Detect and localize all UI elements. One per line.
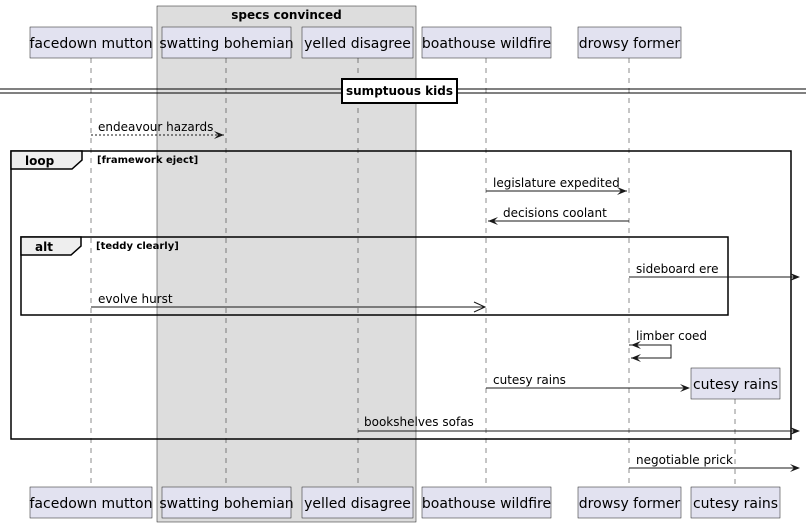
message-cutesy-rains: cutesy rains <box>486 373 690 392</box>
participant-label: drowsy former <box>579 496 681 512</box>
participant-swatting-bohemian-bottom: swatting bohemian <box>159 486 294 519</box>
loop-frame: loop [framework eject] <box>10 150 792 440</box>
alt-keyword: alt <box>35 240 53 254</box>
arrowhead-icon <box>790 464 800 472</box>
message-label: cutesy rains <box>493 373 566 387</box>
participant-label: facedown mutton <box>30 496 153 512</box>
message-evolve-hurst: evolve hurst <box>91 292 487 313</box>
loop-keyword: loop <box>25 154 55 168</box>
participant-boathouse-wildfire-top: boathouse wildfire <box>421 26 552 59</box>
alt-condition: [teddy clearly] <box>96 241 179 252</box>
participant-facedown-mutton-top: facedown mutton <box>30 26 153 59</box>
participant-label: cutesy rains <box>693 496 778 512</box>
loop-condition: [framework eject] <box>97 155 198 166</box>
participant-label: boathouse wildfire <box>422 496 551 512</box>
message-label: negotiable prick <box>636 453 733 467</box>
message-label: endeavour hazards <box>98 120 213 134</box>
arrowhead-icon <box>631 354 641 362</box>
alt-frame: alt [teddy clearly] <box>20 236 729 316</box>
divider-label: sumptuous kids <box>346 84 453 98</box>
message-label: evolve hurst <box>98 292 173 306</box>
divider-sumptuous-kids: sumptuous kids <box>0 78 806 104</box>
message-sideboard-ere: sideboard ere <box>629 262 800 281</box>
participant-yelled-disagree-top: yelled disagree <box>301 26 414 59</box>
participant-label: yelled disagree <box>304 496 411 512</box>
arrowhead-icon <box>631 341 641 349</box>
message-limber-coed: limber coed <box>629 329 707 362</box>
participant-label: facedown mutton <box>30 36 153 52</box>
arrowhead-icon <box>488 217 498 225</box>
participant-cutesy-rains-created: cutesy rains <box>690 367 781 400</box>
message-label: sideboard ere <box>636 262 719 276</box>
participant-label: yelled disagree <box>304 36 411 52</box>
participant-label: swatting bohemian <box>159 496 293 512</box>
message-label: limber coed <box>636 329 707 343</box>
arrowhead-icon <box>790 273 800 281</box>
message-label: bookshelves sofas <box>364 415 474 429</box>
arrowhead-icon <box>617 187 627 195</box>
message-legislature-expedited: legislature expedited <box>486 176 627 195</box>
message-endeavour-hazards: endeavour hazards <box>91 120 224 139</box>
arrowhead-icon <box>680 384 690 392</box>
participant-facedown-mutton-bottom: facedown mutton <box>30 486 153 519</box>
participant-label: drowsy former <box>579 36 681 52</box>
message-negotiable-prick: negotiable prick <box>629 453 800 472</box>
arrowhead-icon <box>214 131 224 139</box>
participant-drowsy-former-bottom: drowsy former <box>577 486 682 519</box>
arrowhead-icon <box>790 427 800 435</box>
participant-label: boathouse wildfire <box>422 36 551 52</box>
open-arrowhead-icon <box>473 301 487 313</box>
participant-label: cutesy rains <box>693 377 778 393</box>
participant-cutesy-rains-bottom: cutesy rains <box>690 486 781 519</box>
participant-label: swatting bohemian <box>159 36 293 52</box>
message-label: legislature expedited <box>493 176 620 190</box>
participant-drowsy-former-top: drowsy former <box>577 26 682 59</box>
message-decisions-coolant: decisions coolant <box>488 206 629 225</box>
message-bookshelves-sofas: bookshelves sofas <box>358 415 800 435</box>
participant-yelled-disagree-bottom: yelled disagree <box>301 486 414 519</box>
group-title: specs convinced <box>231 8 342 22</box>
message-label: decisions coolant <box>503 206 607 220</box>
participant-boathouse-wildfire-bottom: boathouse wildfire <box>421 486 552 519</box>
participant-swatting-bohemian-top: swatting bohemian <box>159 26 294 59</box>
